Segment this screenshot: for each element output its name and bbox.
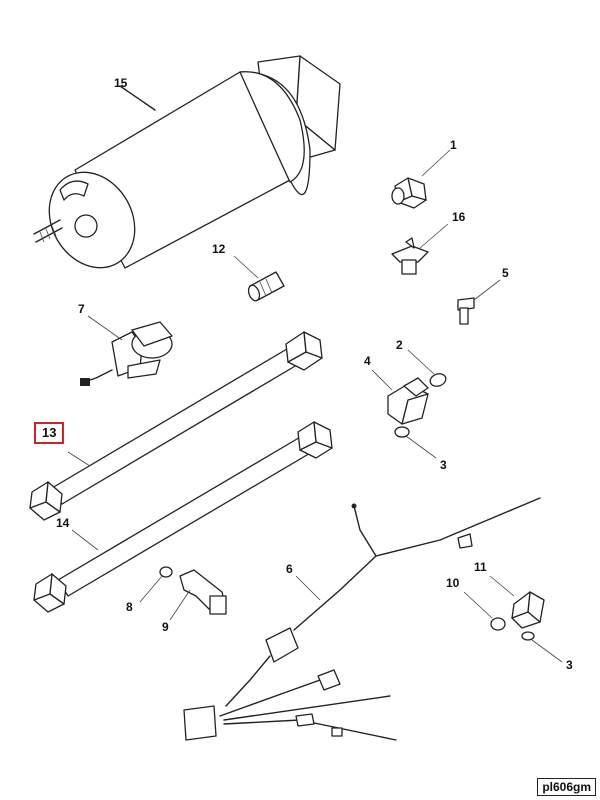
part-16-plug[interactable] (391, 223, 449, 275)
leader-4 (371, 369, 393, 391)
leader-6 (295, 575, 321, 601)
callout-15[interactable]: 15 (114, 76, 128, 90)
part-14-hose[interactable] (33, 421, 333, 613)
leader-16 (419, 223, 449, 249)
leader-3a (405, 435, 437, 459)
part-12-coupler[interactable] (233, 255, 285, 302)
leader-1 (421, 149, 451, 177)
callout-1[interactable]: 1 (450, 138, 457, 152)
part-5-valve[interactable] (457, 279, 501, 325)
callout-6[interactable]: 6 (286, 562, 293, 576)
part-3-o-ring-upper[interactable] (394, 426, 437, 459)
callout-3-lower[interactable]: 3 (566, 658, 573, 672)
callout-5[interactable]: 5 (502, 266, 509, 280)
leader-10 (463, 591, 493, 619)
leader-14 (71, 529, 99, 551)
leader-7 (87, 315, 123, 341)
diagram-id-label: pl606gm (537, 778, 596, 796)
leader-11 (489, 575, 515, 597)
part-4-elbow[interactable] (371, 369, 429, 425)
part-15-tank[interactable] (32, 55, 341, 283)
part-9-elbow[interactable] (169, 569, 227, 621)
leader-12 (233, 255, 259, 279)
callout-4[interactable]: 4 (364, 354, 371, 368)
part-11-elbow[interactable] (489, 575, 545, 629)
callout-10[interactable]: 10 (446, 576, 460, 590)
callout-3-upper[interactable]: 3 (440, 458, 447, 472)
leader-15 (119, 85, 156, 111)
callout-14[interactable]: 14 (56, 516, 70, 530)
part-2-o-ring[interactable] (407, 349, 448, 388)
callout-12[interactable]: 12 (212, 242, 226, 256)
callout-8[interactable]: 8 (126, 600, 133, 614)
leader-8 (139, 575, 163, 603)
leader-9 (169, 589, 191, 621)
leader-13 (67, 451, 91, 467)
part-6-wiring-harness[interactable] (183, 497, 541, 741)
part-7-solenoid[interactable] (80, 315, 173, 386)
callout-13-highlighted[interactable]: 13 (34, 422, 65, 444)
part-3-o-ring-lower[interactable] (521, 631, 563, 663)
callout-16[interactable]: 16 (452, 210, 466, 224)
callout-7[interactable]: 7 (78, 302, 85, 316)
part-10-o-ring[interactable] (463, 591, 506, 631)
leader-2 (407, 349, 435, 375)
callout-9[interactable]: 9 (162, 620, 169, 634)
leader-3b (531, 639, 563, 663)
leader-5 (473, 279, 501, 301)
part-8-o-ring[interactable] (139, 566, 173, 603)
part-13-hose[interactable] (29, 331, 323, 521)
part-1-fitting[interactable] (391, 149, 451, 209)
callout-11[interactable]: 11 (474, 560, 487, 574)
callout-2[interactable]: 2 (396, 338, 403, 352)
